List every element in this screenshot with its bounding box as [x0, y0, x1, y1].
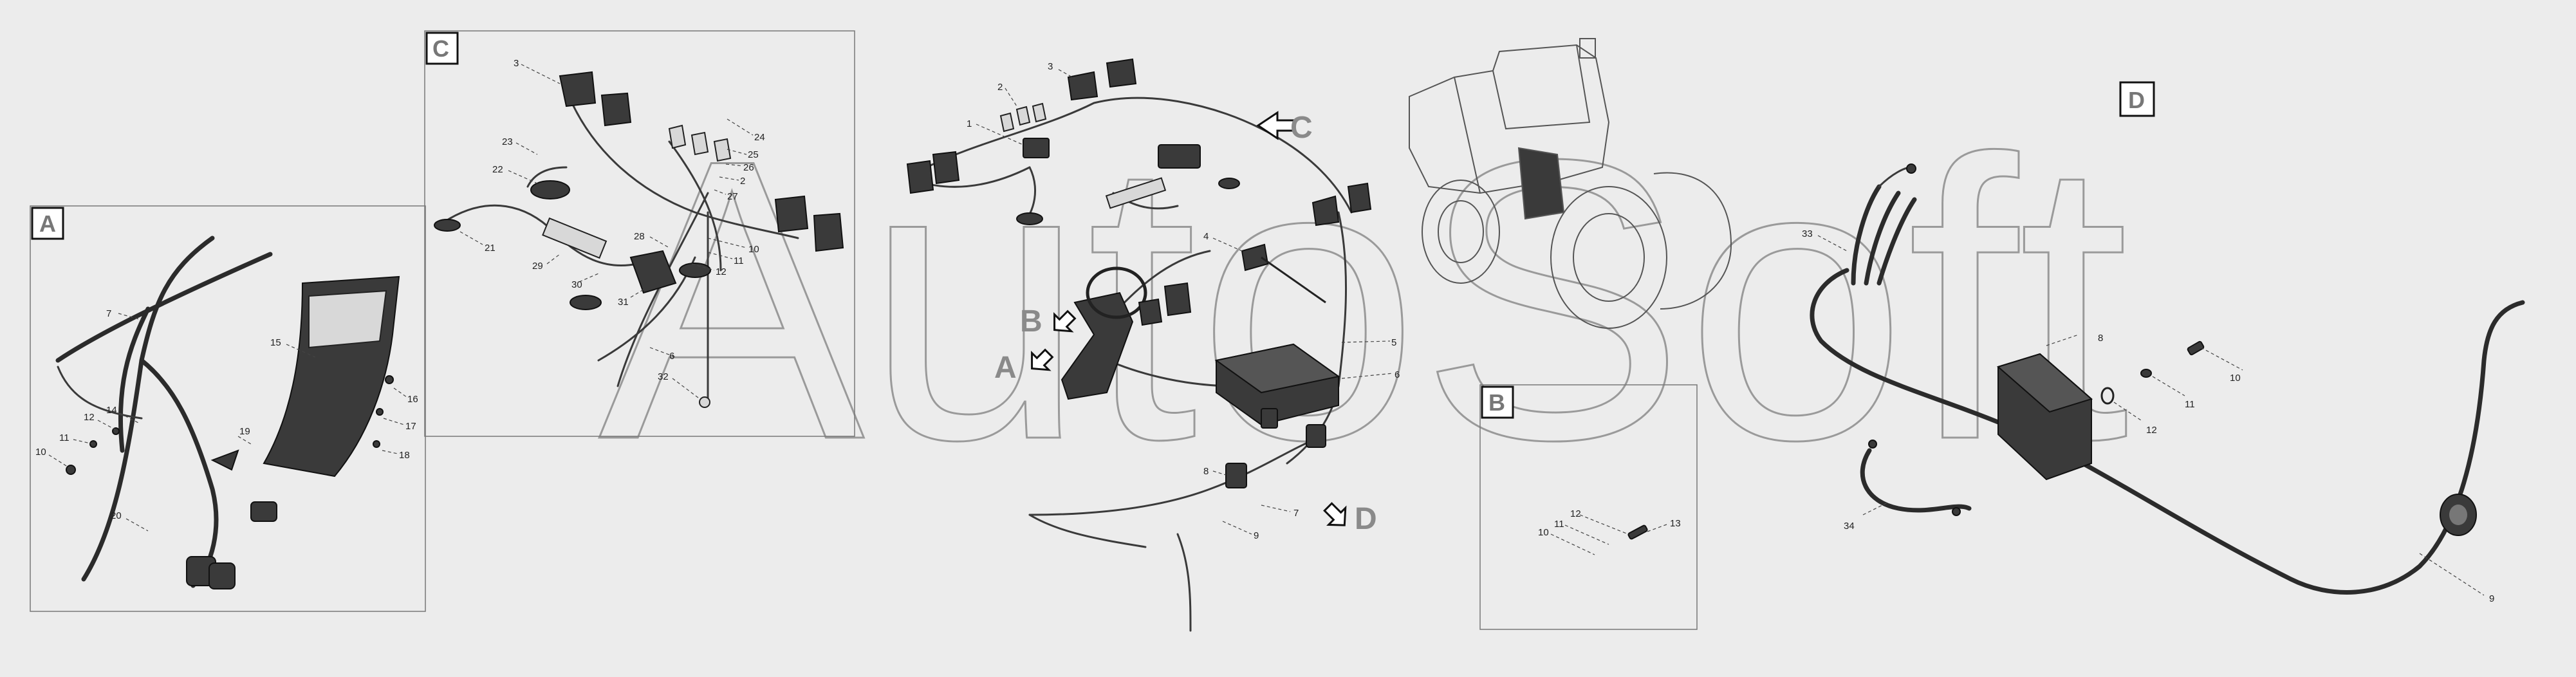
- callout-c-27: 27: [727, 191, 738, 202]
- panel-a-callouts: 7 15 14 12 11 10 19 16 17 18 20: [35, 308, 418, 532]
- callout-c-12: 12: [716, 266, 727, 277]
- callout-a-12: 12: [84, 412, 95, 423]
- callout-center-8: 8: [1203, 466, 1209, 477]
- callout-center-3: 3: [1048, 61, 1053, 72]
- callout-d-8: 8: [2098, 333, 2103, 344]
- callout-c-28: 28: [634, 231, 645, 242]
- callout-a-11: 11: [59, 432, 69, 443]
- callout-a-19: 19: [239, 426, 250, 437]
- callout-b-12: 12: [1570, 508, 1581, 519]
- callout-a-18: 18: [399, 450, 410, 461]
- callout-c-23: 23: [502, 136, 513, 147]
- callout-center-5: 5: [1391, 337, 1396, 348]
- callout-center-1: 1: [967, 118, 972, 129]
- callout-a-14: 14: [106, 405, 117, 416]
- callout-c-24: 24: [754, 132, 765, 143]
- panel-b-letter: B: [1488, 389, 1505, 416]
- callout-a-16: 16: [407, 394, 418, 405]
- tractor-illustration: [1409, 38, 1732, 329]
- callout-center-6: 6: [1395, 369, 1400, 380]
- callout-c-2: 2: [740, 176, 745, 187]
- view-arrow-c: C: [1256, 111, 1313, 145]
- callout-c-30: 30: [571, 279, 582, 290]
- callout-d-11: 11: [2185, 399, 2195, 410]
- view-arrow-c-letter: C: [1290, 111, 1313, 145]
- panel-d-letter: D: [2128, 87, 2145, 113]
- callout-d-33: 33: [1802, 228, 1813, 239]
- view-arrow-b: B: [1020, 304, 1077, 338]
- callout-c-11: 11: [734, 255, 744, 266]
- view-arrow-b-letter: B: [1020, 304, 1042, 338]
- callout-c-31: 31: [618, 297, 629, 308]
- callout-c-26: 26: [743, 162, 754, 173]
- callout-center-4: 4: [1203, 231, 1209, 242]
- view-arrow-d-letter: D: [1355, 502, 1377, 536]
- center-callouts: 3 2 1 4 5 6 8 7 9: [967, 61, 1400, 541]
- view-arrow-a-letter: A: [994, 351, 1017, 385]
- callout-d-10: 10: [2230, 373, 2241, 384]
- callout-d-9: 9: [2489, 593, 2494, 604]
- callout-c-29: 29: [532, 261, 543, 272]
- panel-b: B 12 11 10 13: [1479, 384, 1698, 630]
- panel-c: C 3 23 22 21: [424, 30, 855, 437]
- callout-a-20: 20: [111, 510, 122, 521]
- callout-d-34: 34: [1844, 521, 1855, 532]
- callout-c-21: 21: [485, 243, 496, 254]
- panel-c-callouts: 3 23 22 21 24 25 26 2 27 10 11 12 28: [459, 58, 765, 398]
- callout-a-15: 15: [270, 337, 281, 348]
- panel-a-letter: A: [39, 210, 56, 237]
- callout-b-10: 10: [1538, 527, 1549, 538]
- callout-c-10: 10: [748, 244, 759, 255]
- callout-c-3: 3: [514, 58, 519, 69]
- panel-b-callouts: 12 11 10 13: [1538, 508, 1681, 555]
- callout-d-12: 12: [2146, 425, 2157, 436]
- callout-center-2: 2: [997, 82, 1003, 93]
- callout-c-6: 6: [669, 351, 674, 362]
- callout-c-32: 32: [658, 371, 669, 382]
- callout-c-22: 22: [492, 164, 503, 175]
- watermark-text: AutoSoft: [598, 77, 2130, 523]
- callout-a-7: 7: [106, 308, 111, 319]
- callout-a-10: 10: [35, 447, 46, 458]
- callout-a-17: 17: [405, 421, 416, 432]
- center-assembly: C B A D 3 2 1 4 5 6 8: [906, 58, 1400, 632]
- panel-d-callouts: 33 8 10 11 12 34 9: [1802, 228, 2494, 604]
- callout-b-11: 11: [1554, 519, 1564, 530]
- panel-c-letter: C: [432, 35, 449, 62]
- callout-center-7: 7: [1293, 508, 1299, 519]
- callout-c-25: 25: [748, 149, 759, 160]
- view-arrow-d: D: [1323, 502, 1377, 536]
- panel-d: D 33 8 10 11 12 34: [1802, 81, 2525, 604]
- view-arrow-a: A: [994, 348, 1054, 385]
- callout-b-13: 13: [1670, 518, 1681, 529]
- callout-center-9: 9: [1254, 530, 1259, 541]
- panel-a: A 7 15 14 12 11: [30, 205, 426, 612]
